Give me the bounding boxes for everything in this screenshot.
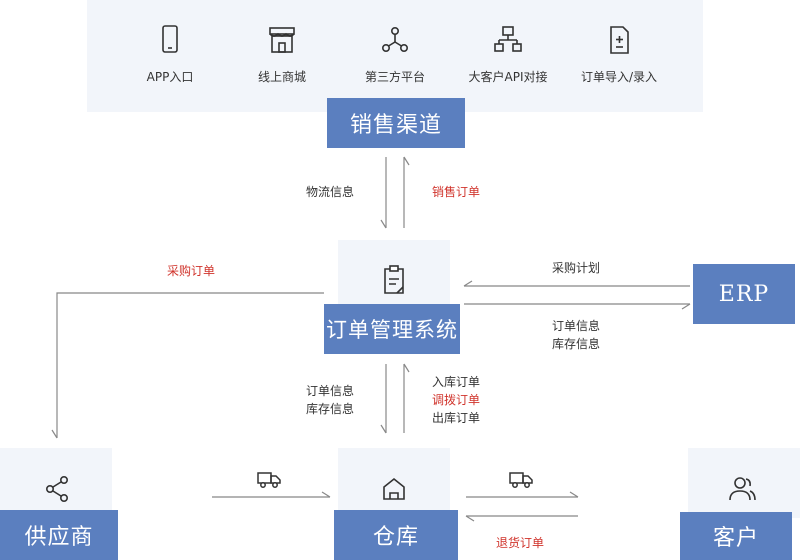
share-icon bbox=[45, 475, 68, 502]
channel-label: APP入口 bbox=[146, 70, 194, 84]
arrow-supplier-to-warehouse bbox=[212, 491, 331, 498]
edge-label-transfer-order: 调拨订单 bbox=[432, 393, 481, 407]
arrow-info-to-warehouse bbox=[380, 364, 387, 434]
channel-online-mall[interactable]: 线上商城 bbox=[217, 24, 347, 85]
arrow-oms-to-erp bbox=[464, 303, 691, 310]
arrow-purchase-order bbox=[51, 292, 324, 439]
warehouse-panel bbox=[338, 448, 450, 518]
edge-label-wh-order-info: 订单信息 bbox=[306, 384, 355, 398]
sales-channel-title: 销售渠道 bbox=[327, 98, 465, 148]
arrow-purchase-plan bbox=[463, 280, 690, 287]
edge-label-wh-stock-info: 库存信息 bbox=[306, 402, 355, 416]
edge-label-erp-stock-info: 库存信息 bbox=[552, 337, 601, 351]
edge-label-outbound-order: 出库订单 bbox=[432, 411, 481, 425]
supplier-panel bbox=[0, 448, 112, 518]
channel-order-import[interactable]: 订单导入/录入 bbox=[554, 24, 684, 85]
channel-app-entry[interactable]: APP入口 bbox=[105, 24, 235, 85]
channel-label: 大客户API对接 bbox=[468, 70, 548, 84]
oms-label: 订单管理系统 bbox=[324, 304, 460, 354]
channel-label: 线上商城 bbox=[257, 70, 306, 84]
store-icon bbox=[269, 27, 295, 53]
erp-label: ERP bbox=[693, 264, 795, 324]
customer-label: 客户 bbox=[680, 512, 792, 560]
clipboard-icon bbox=[384, 265, 404, 294]
hierarchy-icon bbox=[494, 26, 522, 52]
supplier-label: 供应商 bbox=[0, 510, 118, 560]
customer-panel bbox=[688, 448, 800, 518]
warehouse-label: 仓库 bbox=[334, 510, 458, 560]
arrow-logistics-to-channel bbox=[380, 157, 387, 229]
truck-icon bbox=[257, 472, 281, 488]
edge-label-erp-order-info: 订单信息 bbox=[552, 319, 601, 333]
arrow-warehouse-to-customer bbox=[466, 491, 579, 498]
edge-label-logistics-info: 物流信息 bbox=[306, 185, 355, 199]
edge-label-sales-order: 销售订单 bbox=[432, 185, 481, 199]
channel-key-account-api[interactable]: 大客户API对接 bbox=[443, 24, 573, 85]
edge-label-purchase-plan: 采购计划 bbox=[552, 261, 601, 275]
arrow-return-to-warehouse bbox=[465, 515, 578, 522]
edge-label-return-order: 退货订单 bbox=[496, 536, 545, 550]
phone-icon bbox=[162, 25, 178, 53]
arrow-orders-to-oms bbox=[403, 363, 410, 433]
user-group-icon bbox=[729, 477, 756, 501]
network-icon bbox=[381, 26, 408, 52]
edge-label-inbound-order: 入库订单 bbox=[432, 375, 481, 389]
channel-third-party[interactable]: 第三方平台 bbox=[330, 24, 460, 85]
arrow-sales-order-to-oms bbox=[403, 156, 410, 228]
edge-label-purchase-order: 采购订单 bbox=[167, 264, 216, 278]
channel-label: 订单导入/录入 bbox=[580, 70, 658, 84]
channel-label: 第三方平台 bbox=[364, 70, 425, 84]
warehouse-icon bbox=[383, 477, 405, 500]
document-plus-icon bbox=[610, 26, 629, 54]
truck-icon bbox=[509, 472, 533, 488]
sales-channel-panel bbox=[87, 0, 703, 112]
